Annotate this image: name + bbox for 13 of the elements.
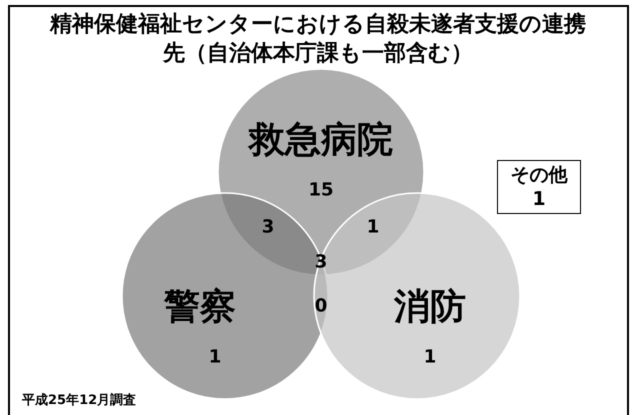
circle-label: 救急病院 <box>249 118 393 162</box>
count-label: 15 <box>308 180 334 200</box>
note-box: その他 1 <box>497 160 581 214</box>
count-label: 3 <box>262 216 274 238</box>
circle-label: 消防 <box>394 286 466 330</box>
count-label: 3 <box>314 252 328 272</box>
count-label: 1 <box>424 346 436 368</box>
count-label: 1 <box>208 346 222 368</box>
count-label: 0 <box>314 296 328 316</box>
circle-label: 警察 <box>164 286 236 330</box>
title: 精神保健福祉センターにおける自殺未遂者支援の連携先（自治体本庁課も一部含む） <box>48 11 587 68</box>
survey-note: 平成25年12月調査 <box>22 392 136 409</box>
count-label: 1 <box>366 216 380 238</box>
